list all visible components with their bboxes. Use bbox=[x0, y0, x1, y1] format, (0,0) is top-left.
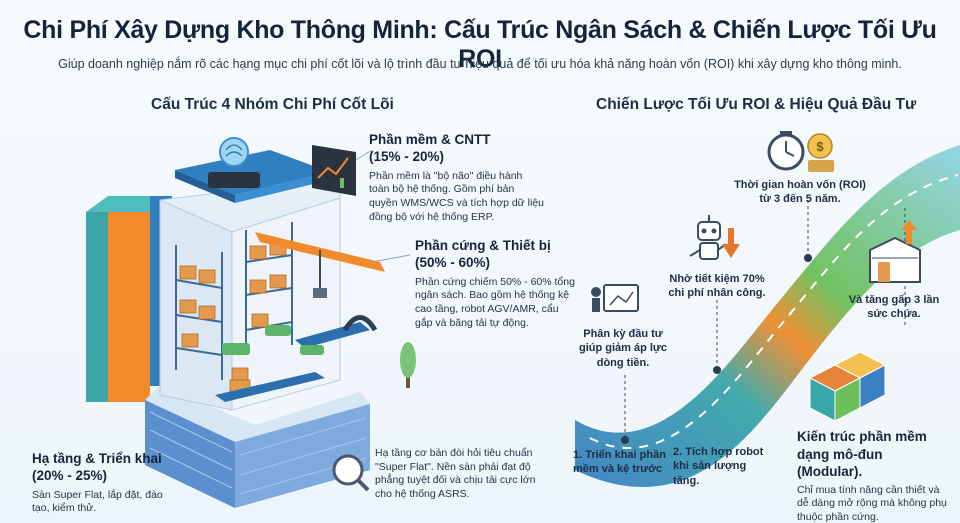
infrastructure-callout: Hạ tầng & Triển khai (20% - 25%) Sàn Sup… bbox=[32, 451, 182, 516]
page-subtitle: Giúp doanh nghiệp nắm rõ các hạng mục ch… bbox=[58, 57, 902, 71]
puzzle-cube-icon bbox=[808, 351, 887, 422]
hardware-title: Phần cứng & Thiết bị bbox=[415, 238, 551, 253]
left-section-heading: Cấu Trúc 4 Nhóm Chi Phí Cốt Lõi bbox=[151, 96, 394, 113]
payback-text: Thời gian hoàn vốn (ROI) từ 3 đến 5 năm. bbox=[734, 179, 866, 206]
modular-callout: Kiến trúc phần mềm dạng mô-đun (Modular)… bbox=[797, 428, 947, 523]
page-title: Chi Phí Xây Dựng Kho Thông Minh: Cấu Trú… bbox=[23, 16, 937, 73]
hardware-pct: (50% - 60%) bbox=[415, 254, 491, 270]
warehouse-up-icon bbox=[869, 220, 921, 283]
dashboard-icon bbox=[312, 145, 356, 196]
roi-roadmap: $ bbox=[575, 131, 960, 487]
floor-note: Hạ tầng cơ bản đòi hỏi tiêu chuẩn "Super… bbox=[375, 447, 536, 500]
down-arrow-icon bbox=[722, 228, 740, 258]
step-2-text: 2. Tích hợp robot khi sản lượng tăng. bbox=[673, 446, 764, 487]
software-pct: (15% - 20%) bbox=[369, 148, 445, 164]
software-desc: Phần mềm là "bộ não" điều hành toàn bộ h… bbox=[369, 169, 544, 223]
infrastructure-pct: (20% - 25%) bbox=[32, 467, 108, 483]
software-title: Phần mềm & CNTT bbox=[369, 132, 491, 147]
svg-text:$: $ bbox=[816, 139, 824, 154]
strategy-board-icon bbox=[591, 284, 639, 312]
hardware-callout: Phần cứng & Thiết bị (50% - 60%) Phần cứ… bbox=[415, 238, 575, 330]
hardware-desc: Phần cứng chiếm 50% - 60% tổng ngân sách… bbox=[415, 275, 575, 329]
magnifier-icon bbox=[332, 454, 370, 492]
teal-strip bbox=[86, 212, 108, 402]
warehouse-illustration bbox=[86, 137, 416, 508]
modular-desc: Chỉ mua tính năng cần thiết và dễ dàng m… bbox=[797, 483, 947, 523]
robot-icon bbox=[689, 215, 727, 260]
software-callout: Phần mềm & CNTT (15% - 20%) Phần mềm là … bbox=[369, 132, 544, 224]
stopwatch-money-icon: $ bbox=[767, 131, 834, 172]
labor-saving-text: Nhờ tiết kiệm 70% chi phí nhân công. bbox=[668, 273, 766, 300]
step-1-text: 1. Triển khai phần mềm và kệ trước bbox=[573, 449, 666, 476]
modular-title: Kiến trúc phần mềm dạng mô-đun (Modular)… bbox=[797, 429, 927, 480]
phased-investment-text: Phân kỳ đầu tư giúp giảm áp lực dòng tiề… bbox=[578, 328, 668, 369]
capacity-text: Và tăng gấp 3 lần sức chứa. bbox=[848, 294, 940, 321]
infrastructure-title: Hạ tầng & Triển khai bbox=[32, 451, 162, 466]
infrastructure-desc: Sàn Super Flat, lắp đặt, đào tạo, kiểm t… bbox=[32, 488, 163, 515]
right-section-heading: Chiến Lược Tối Ưu ROI & Hiệu Quả Đầu Tư bbox=[596, 96, 917, 113]
